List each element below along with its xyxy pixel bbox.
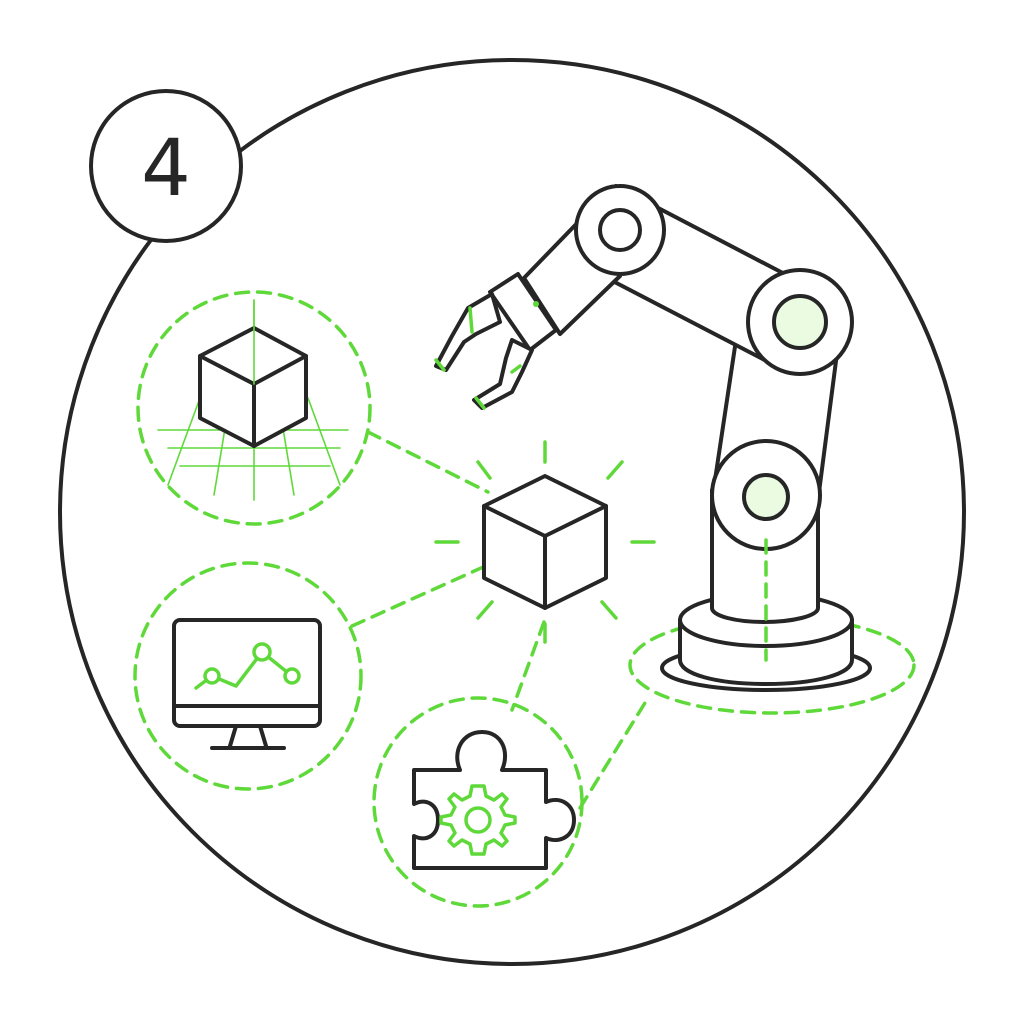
monitor-chart-icon [133,561,363,791]
outer-circle [58,58,966,966]
gear-icon [439,784,517,856]
step-badge: 4 [89,89,243,243]
step-number: 4 [141,124,191,214]
robotic-arm-icon [434,184,872,692]
glowing-cube-icon [434,440,656,644]
connector-lines [350,430,650,810]
cube-on-grid-icon [136,290,372,526]
puzzle-gear-icon [372,696,584,908]
